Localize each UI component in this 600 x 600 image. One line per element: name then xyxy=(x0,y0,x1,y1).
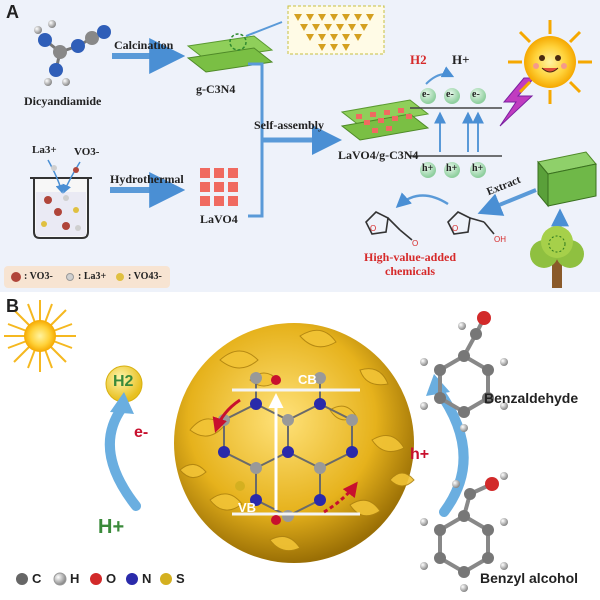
benzyl-alcohol-molecule xyxy=(420,472,508,592)
electron-label-2: e- xyxy=(446,89,454,100)
hole-label-3: h+ xyxy=(472,163,484,174)
flower-sphere xyxy=(174,323,415,563)
hole-transfer-arrow xyxy=(323,481,358,514)
legend-s-label: S xyxy=(176,571,185,586)
gcn-sheets xyxy=(186,33,274,73)
electron-transfer-arrow xyxy=(212,398,241,433)
h-plus-label-a: H+ xyxy=(452,52,470,67)
legend-a-background xyxy=(4,266,170,288)
sun-icon xyxy=(4,300,76,372)
legend-c-label: C xyxy=(32,571,42,586)
biomass-block xyxy=(537,151,597,208)
hole-label-1: h+ xyxy=(422,163,434,174)
composite-sheets xyxy=(340,99,430,141)
extract-arrow xyxy=(477,188,537,216)
cb-label: CB xyxy=(298,372,317,387)
oh-label: OH xyxy=(494,235,506,244)
legend-s-dot xyxy=(160,573,172,585)
panel-a-letter: A xyxy=(6,2,19,22)
lavo4-squares xyxy=(200,168,238,206)
h2-label-a: H2 xyxy=(410,52,427,67)
legend-n-dot xyxy=(126,573,138,585)
lavo4-label: LaVO4 xyxy=(200,212,238,226)
self-assembly-label: Self-assembly xyxy=(254,118,324,132)
legend-h-label: H xyxy=(70,571,80,586)
legend-n-label: N xyxy=(142,571,152,586)
hydrothermal-label: Hydrothermal xyxy=(110,172,184,186)
vb-label: VB xyxy=(238,500,257,515)
benzyl-alcohol-label: Benzyl alcohol xyxy=(480,570,579,586)
left-curve-arrowhead xyxy=(110,392,134,414)
gcn-atoms xyxy=(218,372,358,522)
legend-vo4-marker xyxy=(116,273,124,281)
benzaldehyde-label: Benzaldehyde xyxy=(484,390,579,406)
electron-label-3: e- xyxy=(472,89,480,100)
dicyandiamide-label: Dicyandiamide xyxy=(24,94,102,108)
legend-vo3-marker xyxy=(11,272,21,282)
beaker xyxy=(30,159,92,239)
lightning-icon xyxy=(499,77,536,127)
legend-la3-label: : La3+ xyxy=(78,271,107,282)
composite-label: LaVO4/g-C3N4 xyxy=(338,148,419,162)
zoom-line xyxy=(245,21,283,37)
legend-vo3-label: : VO3- xyxy=(24,271,53,282)
furan-o-label: O xyxy=(452,224,458,233)
h2-label-b: H2 xyxy=(113,373,134,390)
triazine-structure xyxy=(287,5,385,55)
vo-ion-label: VO3- xyxy=(74,146,100,158)
h-plus-hole-label: h+ xyxy=(410,446,430,463)
legend-la3-marker xyxy=(66,273,74,281)
legend-h-dot xyxy=(53,572,67,586)
tree-icon xyxy=(530,226,584,288)
products-label: High-value-added chemicals xyxy=(363,250,456,278)
vb-hole xyxy=(271,515,281,525)
legend-o-dot xyxy=(90,573,102,585)
panel-b-letter: B xyxy=(6,296,19,316)
band-diagram-a xyxy=(410,66,502,178)
aldehyde-o-label: O xyxy=(412,239,418,248)
electron-label-1: e- xyxy=(422,89,430,100)
h-plus-label-b: H+ xyxy=(98,516,125,538)
cb-electron xyxy=(271,375,281,385)
calcination-label: Calcination xyxy=(114,38,174,52)
benzaldehyde-molecule xyxy=(420,311,508,432)
atom-legend xyxy=(16,572,172,586)
furfural-o-label: O xyxy=(370,224,376,233)
left-curve-arrow xyxy=(104,403,141,511)
e-minus-label: e- xyxy=(134,424,149,441)
oxidation-arrow xyxy=(395,192,449,209)
cartoon-sun-icon xyxy=(508,20,592,104)
legend-c-dot xyxy=(16,573,28,585)
furfuryl-alcohol-molecule xyxy=(447,211,495,235)
furfural-molecule xyxy=(365,211,413,241)
legend-o-label: O xyxy=(106,571,117,586)
la-ion-label: La3+ xyxy=(32,144,57,156)
legend-vo4-label: : VO43- xyxy=(128,271,162,282)
hole-label-2: h+ xyxy=(446,163,458,174)
gcn-label: g-C3N4 xyxy=(196,82,236,96)
dicyandiamide-molecule xyxy=(34,20,111,86)
